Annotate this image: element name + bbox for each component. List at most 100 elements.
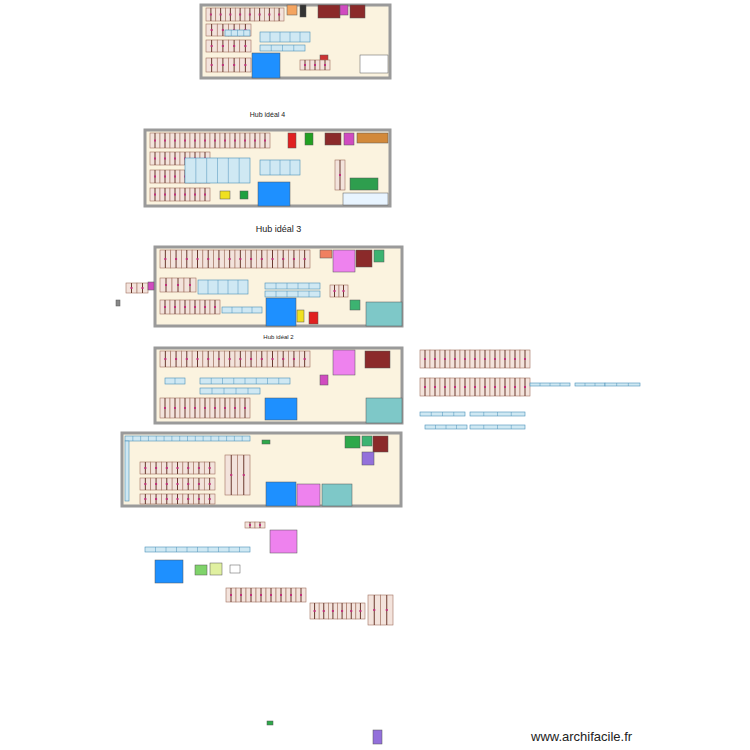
shelf-row	[200, 378, 290, 384]
hall-plan: Hub idéal 4	[145, 111, 390, 206]
rack-row	[150, 133, 270, 148]
hall-outline	[201, 5, 390, 78]
rack-row	[420, 350, 530, 368]
zone-block	[116, 300, 120, 306]
shelf-row	[225, 30, 250, 36]
zone-block	[210, 563, 222, 575]
zone-block	[362, 452, 374, 465]
rack-row	[226, 588, 306, 602]
zone-block	[230, 565, 240, 573]
rack-row	[225, 455, 250, 495]
hall-heading: Hub idéal 4	[145, 111, 390, 119]
zone-block	[374, 250, 384, 262]
rack-row	[150, 188, 210, 201]
zone-block	[297, 484, 320, 506]
hall-outline	[145, 130, 390, 206]
shelf-row	[165, 378, 185, 384]
shelf-row	[200, 388, 260, 394]
rack-row	[420, 378, 530, 396]
zone-block	[345, 436, 360, 448]
shelf-row	[260, 32, 310, 42]
zone-block	[309, 312, 318, 324]
zone-block	[320, 250, 332, 258]
rack-row	[368, 595, 393, 625]
rack-row	[140, 494, 215, 504]
zone-block	[297, 310, 304, 322]
rack-row	[206, 24, 251, 36]
rack-row	[206, 8, 284, 21]
zone-block	[240, 191, 248, 199]
zone-block	[266, 298, 296, 326]
zone-block	[252, 53, 280, 78]
zone-block	[350, 5, 365, 18]
shelf-row	[198, 280, 248, 294]
zone-block	[270, 530, 297, 553]
rack-row	[160, 250, 310, 268]
shelf-row	[125, 436, 250, 441]
watermark: www.archifacile.fr	[531, 729, 632, 744]
zone-block	[325, 133, 341, 145]
shelf-row	[425, 425, 467, 429]
zone-block	[287, 5, 297, 15]
hall-heading: Hub idéal 3	[155, 225, 402, 235]
shelf-row	[605, 383, 640, 386]
rack-row	[140, 462, 215, 474]
shelf-row	[265, 283, 320, 289]
zone-block	[266, 482, 296, 506]
zone-block	[148, 282, 154, 290]
zone-block	[300, 5, 306, 17]
zone-block	[288, 133, 296, 148]
zone-block	[366, 398, 402, 423]
rack-row	[160, 300, 220, 314]
zone-block	[195, 565, 207, 575]
rack-row	[206, 40, 251, 52]
shelf-row	[470, 425, 525, 429]
zone-block	[356, 250, 372, 267]
zone-block	[333, 350, 355, 375]
rack-row	[310, 603, 365, 619]
shelf-row	[260, 160, 300, 175]
rack-row	[126, 283, 148, 293]
rack-row	[330, 285, 348, 297]
zone-block	[220, 191, 230, 199]
zone-block	[318, 5, 340, 18]
zone-block	[265, 398, 297, 420]
hall-plan: Hub idéal 3	[155, 225, 402, 326]
zone-block	[373, 436, 388, 452]
hall-outline	[122, 433, 401, 506]
rack-row	[160, 278, 196, 292]
zone-block	[373, 730, 382, 744]
hall-plan: Hub idéal 2	[155, 334, 402, 423]
zone-block	[350, 300, 360, 310]
rack-row	[206, 58, 251, 72]
zone-block	[344, 133, 354, 145]
shelf-row	[185, 158, 250, 183]
shelf-row	[145, 547, 250, 552]
shelf-row	[125, 441, 129, 501]
hall-outline	[155, 247, 402, 326]
shelf-row	[265, 291, 320, 297]
zone-block	[366, 302, 402, 326]
shelf-row	[222, 307, 262, 313]
zone-block	[262, 440, 270, 444]
rack-row	[160, 398, 250, 418]
shelf-row	[575, 383, 605, 386]
shelf-row	[260, 45, 305, 51]
zone-block	[333, 250, 355, 272]
shelf-row	[530, 383, 570, 386]
zone-block	[305, 133, 313, 145]
hall-heading: Hub idéal 2	[155, 334, 402, 341]
zone-block	[322, 484, 352, 506]
zone-block	[258, 182, 290, 206]
zone-block	[155, 560, 183, 583]
rack-row	[335, 160, 345, 190]
rack-row	[300, 60, 330, 70]
zone-block	[343, 193, 388, 205]
rack-row	[140, 478, 215, 490]
zone-block	[360, 55, 388, 73]
zone-block	[365, 351, 390, 368]
shelf-row	[420, 412, 465, 416]
